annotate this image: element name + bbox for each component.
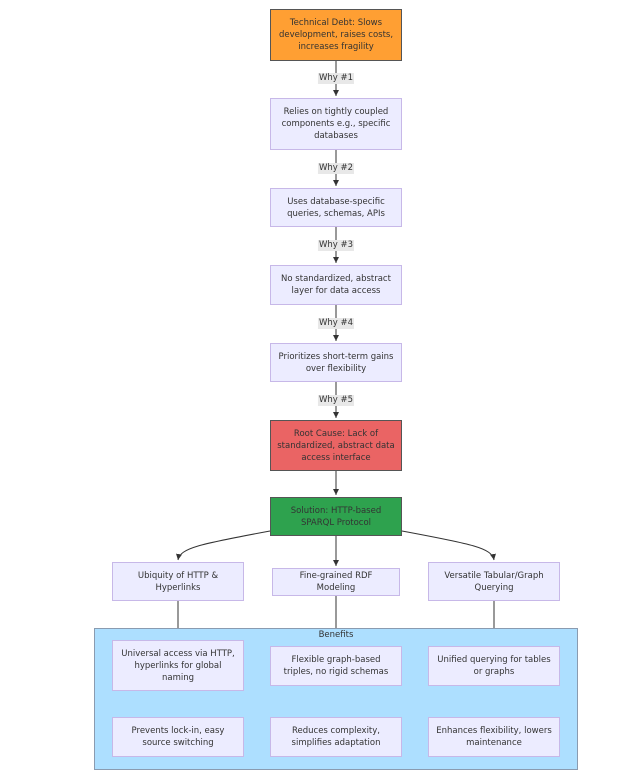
node-versatile: Versatile Tabular/Graph Querying (428, 562, 560, 601)
node-universal-label: Universal access via HTTP, hyperlinks fo… (121, 648, 235, 683)
node-why1-label: Relies on tightly coupled components e.g… (281, 107, 391, 141)
node-why2-label: Uses database-specific queries, schemas,… (287, 196, 385, 219)
node-why4: Prioritizes short-term gains over flexib… (270, 343, 402, 382)
node-prevents-label: Prevents lock-in, easy source switching (131, 726, 225, 748)
node-why3-label: No standardized, abstract layer for data… (281, 274, 391, 296)
node-ubiquity-label: Ubiquity of HTTP & Hyperlinks (137, 570, 219, 593)
node-why1: Relies on tightly coupled components e.g… (270, 98, 402, 150)
node-flexible: Flexible graph-based triples, no rigid s… (270, 646, 402, 686)
node-enhances-label: Enhances flexibility, lowers maintenance (436, 726, 552, 748)
node-solution: Solution: HTTP-based SPARQL Protocol (270, 497, 402, 536)
node-why4-label: Prioritizes short-term gains over flexib… (278, 351, 394, 374)
edge-label-why4: Why #4 (317, 318, 355, 329)
node-flexible-label: Flexible graph-based triples, no rigid s… (283, 655, 389, 677)
node-technical-debt: Technical Debt: Slows development, raise… (270, 9, 402, 61)
node-prevents: Prevents lock-in, easy source switching (112, 717, 244, 757)
benefits-title: Benefits (318, 630, 354, 640)
node-rdf-label: Fine-grained RDF Modeling (299, 571, 373, 593)
edge-label-why2: Why #2 (317, 163, 355, 174)
node-enhances: Enhances flexibility, lowers maintenance (428, 717, 560, 757)
node-universal: Universal access via HTTP, hyperlinks fo… (112, 640, 244, 691)
node-versatile-label: Versatile Tabular/Graph Querying (444, 570, 544, 593)
node-solution-label: Solution: HTTP-based SPARQL Protocol (290, 505, 382, 528)
node-why2: Uses database-specific queries, schemas,… (270, 188, 402, 227)
node-reduces-label: Reduces complexity, simplifies adaptatio… (291, 726, 381, 748)
node-root-cause-label: Root Cause: Lack of standardized, abstra… (277, 428, 395, 463)
node-root-cause: Root Cause: Lack of standardized, abstra… (270, 420, 402, 471)
node-why3: No standardized, abstract layer for data… (270, 265, 402, 305)
node-technical-debt-label: Technical Debt: Slows development, raise… (278, 18, 394, 52)
edge-label-why5: Why #5 (317, 395, 355, 406)
node-ubiquity: Ubiquity of HTTP & Hyperlinks (112, 562, 244, 601)
edge-solution-versatile (401, 530, 496, 561)
edge-solution-ubiquity (176, 530, 271, 561)
node-unified-label: Unified querying for tables or graphs (437, 655, 551, 677)
node-rdf: Fine-grained RDF Modeling (272, 568, 400, 596)
edge-label-why3: Why #3 (317, 240, 355, 251)
node-unified: Unified querying for tables or graphs (428, 646, 560, 686)
edge-label-why1: Why #1 (317, 73, 355, 84)
node-reduces: Reduces complexity, simplifies adaptatio… (270, 717, 402, 757)
